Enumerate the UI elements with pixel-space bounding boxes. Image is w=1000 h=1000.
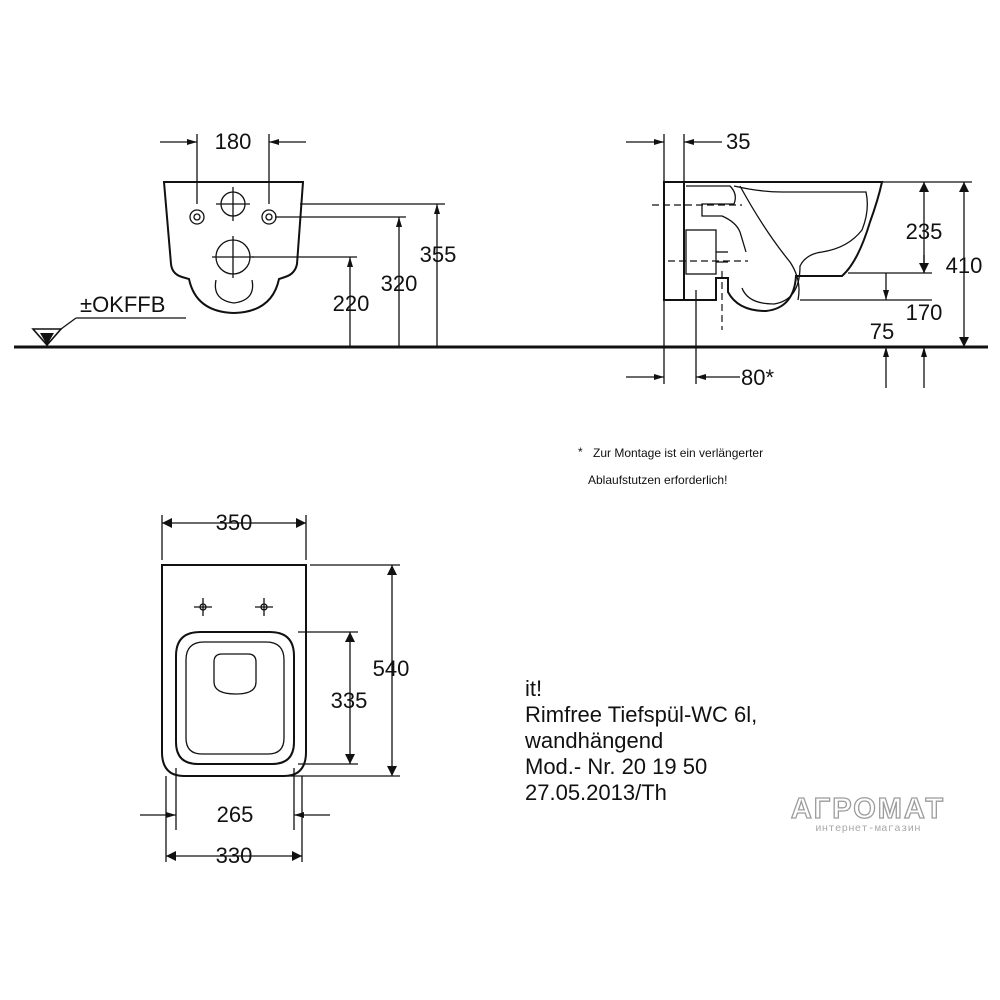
- dim-side-410: 410: [946, 253, 983, 278]
- front-view-trap: [214, 279, 254, 304]
- dim-top-335: 335: [331, 688, 368, 713]
- floor-reference-symbol: [31, 328, 63, 347]
- top-view: 350 540 335 265 330: [140, 510, 409, 868]
- dim-side-80: 80*: [741, 365, 774, 390]
- dim-front-180: 180: [215, 129, 252, 154]
- product-name: Rimfree Tiefspül-WC 6l,: [525, 702, 758, 727]
- dim-top-540: 540: [373, 656, 410, 681]
- product-mount: wandhängend: [525, 728, 664, 753]
- product-date: 27.05.2013/Th: [525, 780, 667, 805]
- footnote-asterisk: *: [578, 445, 583, 459]
- dim-top-265: 265: [217, 802, 254, 827]
- fixing-hole-left: [189, 209, 205, 225]
- top-view-outlet: [213, 653, 257, 695]
- title-block: it! Rimfree Tiefspül-WC 6l, wandhängend …: [525, 676, 757, 806]
- watermark-brand: АГРОМАТ: [790, 793, 946, 825]
- side-view-body: [684, 181, 884, 313]
- dim-side-35: 35: [726, 129, 750, 154]
- watermark-tagline: интернет-магазин: [815, 823, 921, 835]
- dim-side-235: 235: [906, 219, 943, 244]
- front-view: 180 355 320 220 ±OKFFB: [31, 129, 457, 347]
- dim-side-75: 75: [870, 319, 894, 344]
- dim-side-170: 170: [906, 300, 943, 325]
- footnote-line2: Ablaufstutzen erforderlich!: [588, 473, 727, 487]
- side-view-mount-plate: [663, 181, 685, 301]
- product-model: Mod.- Nr. 20 19 50: [525, 754, 708, 779]
- top-view-bowl-outline: [175, 631, 295, 765]
- dim-top-350: 350: [216, 510, 253, 535]
- footnote-line1: Zur Montage ist ein verlängerter: [593, 446, 763, 460]
- fixing-hole-right: [261, 209, 277, 225]
- watermark: АГРОМАТ интернет-магазин: [778, 793, 958, 835]
- dim-front-320: 320: [381, 271, 418, 296]
- floor-reference-label: ±OKFFB: [80, 292, 165, 317]
- front-view-body: [162, 181, 305, 315]
- top-view-outer-outline: [161, 564, 307, 777]
- side-view-bowl: [733, 185, 868, 305]
- product-series: it!: [525, 676, 543, 701]
- dim-front-220: 220: [333, 291, 370, 316]
- top-view-fixing-left: [194, 598, 212, 616]
- dim-front-355: 355: [420, 242, 457, 267]
- top-view-fixing-right: [255, 598, 273, 616]
- top-view-bowl-inner: [185, 641, 285, 755]
- side-view: 35 235 410 170 75 80*: [626, 129, 982, 390]
- dim-top-330: 330: [216, 843, 253, 868]
